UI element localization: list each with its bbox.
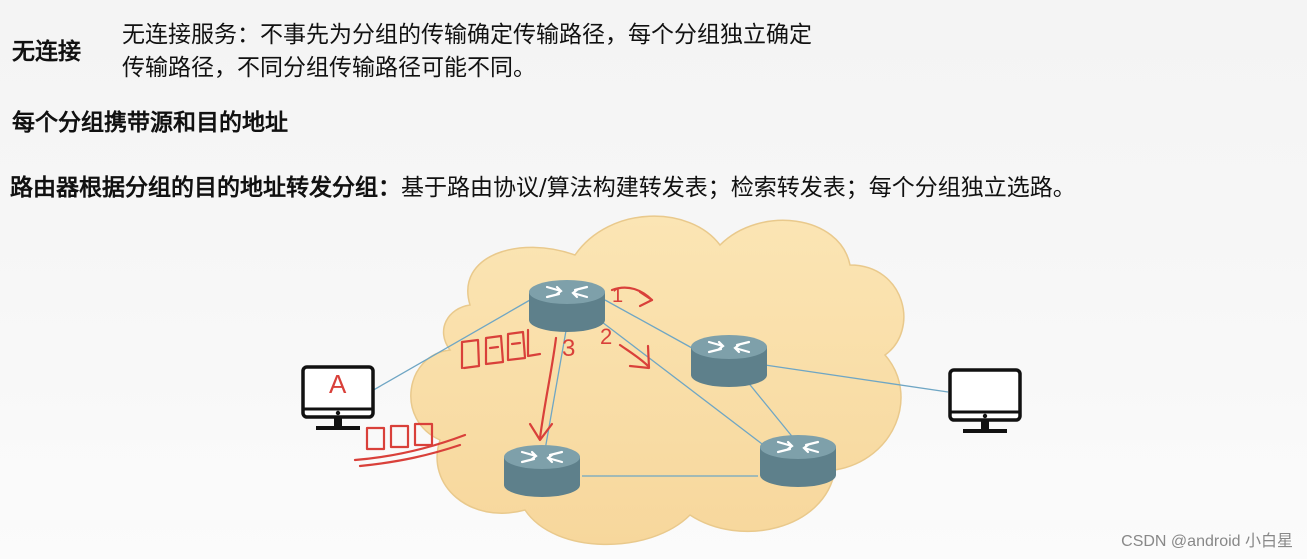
links: [369, 299, 949, 477]
point-forwarding-bold: 路由器根据分组的目的地址转发分组：: [10, 175, 401, 201]
path-label-3: 3: [562, 335, 575, 362]
path-label-2: 2: [600, 324, 612, 349]
link-r2-b: [764, 364, 949, 393]
link-r2-r4: [741, 374, 796, 441]
path-label-1: 1: [612, 285, 623, 307]
host-a-label: A: [329, 369, 347, 399]
point-forwarding: 路由器根据分组的目的地址转发分组：基于路由协议/算法构建转发表；检索转发表；每个…: [10, 168, 1076, 202]
router-4: [758, 433, 838, 489]
host-b-monitor: [948, 368, 1022, 435]
point-source-destination: 每个分组携带源和目的地址: [12, 110, 288, 136]
link-r1-r4: [601, 321, 771, 451]
term-label: 无连接: [12, 39, 81, 65]
definition-line-1: 无连接服务：不事先为分组的传输确定传输路径，每个分组独立确定: [122, 22, 812, 48]
router-1: [527, 278, 607, 334]
watermark: CSDN @android 小白星: [1121, 533, 1293, 550]
router-3: [502, 443, 582, 499]
packet-sketch: [365, 426, 386, 451]
router-2: [689, 333, 769, 389]
link-a-r1: [369, 299, 531, 393]
packet-sketch: [389, 424, 410, 449]
network-cloud: [410, 215, 905, 546]
handwritten-annotations: [353, 286, 654, 468]
link-r1-r2: [604, 299, 693, 349]
definition-line-2: 传输路径，不同分组传输路径可能不同。: [122, 55, 536, 81]
point-forwarding-rest: 基于路由协议/算法构建转发表；检索转发表；每个分组独立选路。: [401, 175, 1076, 201]
packet-sketch: [413, 422, 434, 447]
